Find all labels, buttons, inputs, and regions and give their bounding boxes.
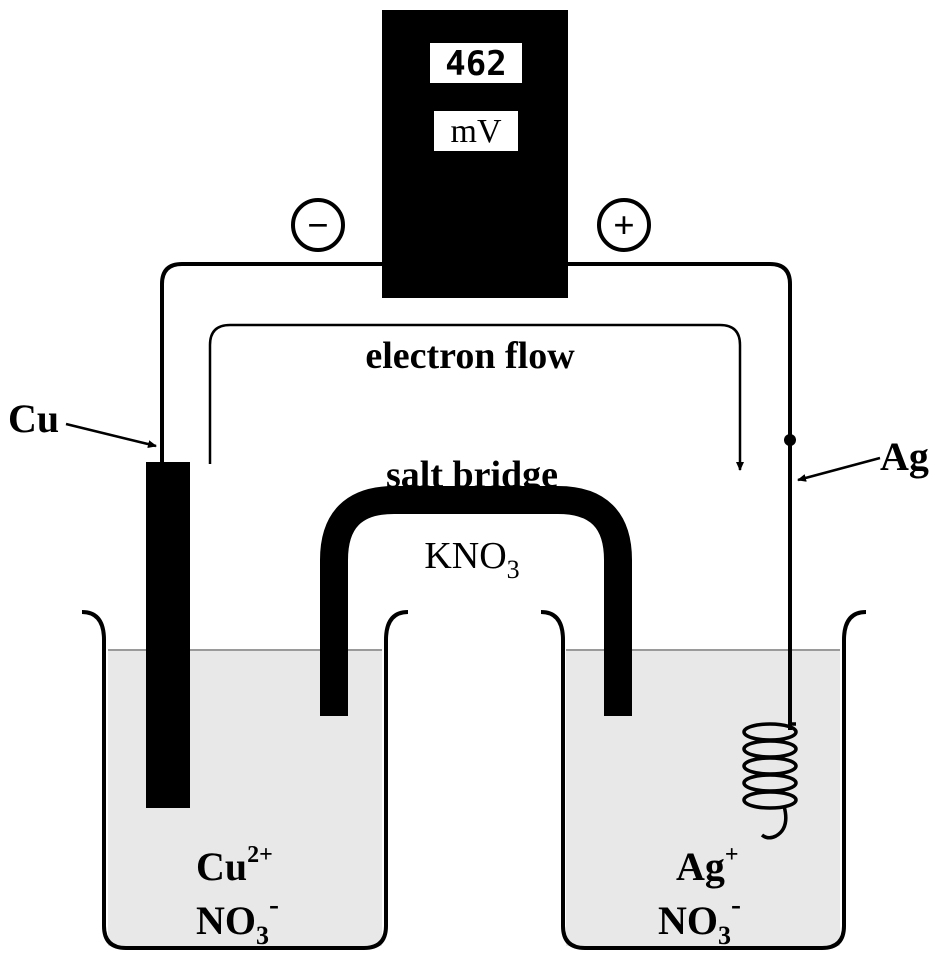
- right-cation-label: Ag+: [676, 842, 739, 889]
- copper-electrode: [146, 462, 190, 808]
- ag-pointer-arrow: [797, 456, 881, 482]
- positive-terminal-icon: [597, 198, 651, 252]
- left-anion-sub: 3: [256, 921, 269, 950]
- left-cation-main: Cu: [196, 844, 247, 889]
- left-cation-label: Cu2+: [196, 842, 273, 889]
- positive-terminal-sign: +: [613, 205, 635, 247]
- salt-formula: KNO3: [424, 535, 519, 584]
- salt-formula-sub: 3: [507, 555, 520, 584]
- right-cation-charge: +: [725, 842, 739, 868]
- left-anion-charge: -: [269, 888, 279, 921]
- left-beaker: [81, 610, 409, 950]
- wire-junction-dot: [784, 434, 796, 446]
- right-anion-label: NO3-: [658, 888, 741, 950]
- unit-display: [434, 111, 518, 151]
- right-anion-main: NO: [658, 898, 718, 943]
- right-anion-sub: 3: [718, 921, 731, 950]
- salt-formula-main: KNO: [424, 535, 506, 577]
- voltage-reading: 462: [445, 44, 506, 84]
- cu-pointer-arrow: [65, 422, 157, 448]
- salt-bridge-tube: [320, 486, 632, 716]
- voltage-unit: mV: [451, 113, 502, 150]
- right-beaker: [540, 610, 867, 950]
- electron-flow-label: electron flow: [365, 335, 575, 377]
- negative-terminal-icon: [291, 198, 345, 252]
- silver-coil-icon: [742, 722, 798, 840]
- silver-label: Ag: [880, 434, 929, 479]
- salt-bridge-label: salt bridge: [386, 454, 558, 496]
- wire-to-silver: [568, 262, 792, 730]
- copper-label: Cu: [8, 396, 59, 441]
- right-anion-charge: -: [731, 888, 741, 921]
- wire-to-copper: [160, 262, 382, 462]
- left-anion-label: NO3-: [196, 888, 279, 950]
- voltmeter-display: [430, 43, 522, 83]
- left-anion-main: NO: [196, 898, 256, 943]
- left-cation-charge: 2+: [247, 842, 273, 868]
- negative-terminal-sign: −: [307, 205, 329, 247]
- electron-flow-arrow: [208, 323, 744, 471]
- right-cation-main: Ag: [676, 844, 725, 889]
